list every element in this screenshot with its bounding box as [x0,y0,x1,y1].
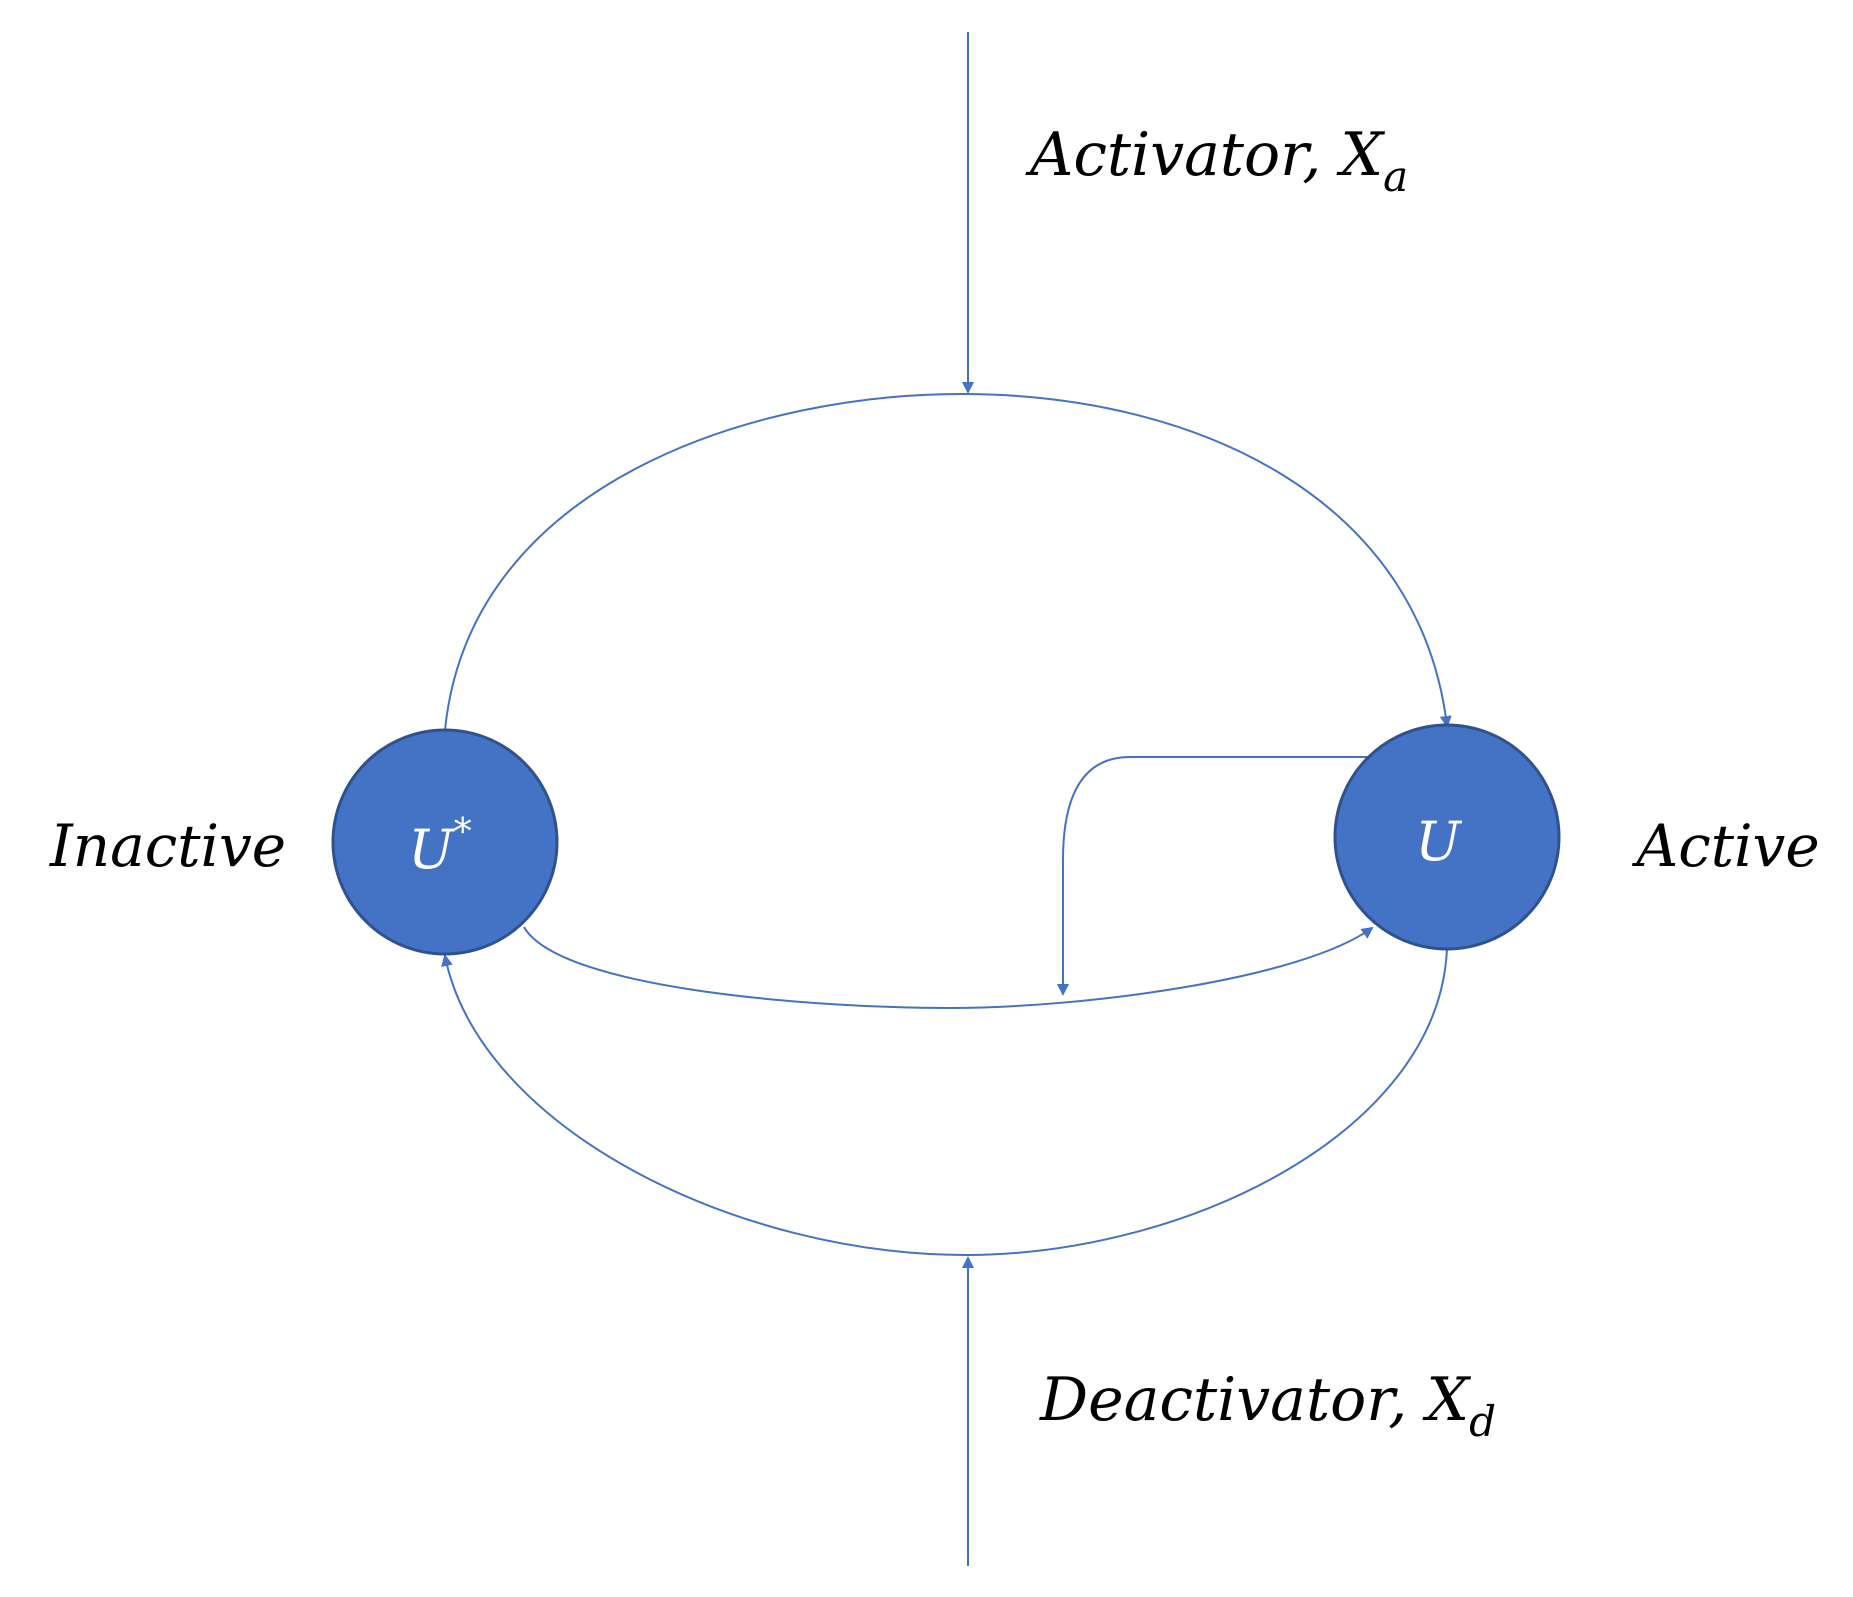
active-node: U [1333,723,1561,951]
active-node-symbol: U [1415,810,1462,873]
active-state-label: Active [1631,812,1819,880]
deactivation-arc-arrow [441,947,1448,1257]
feedback-loop-arrow [1057,756,1370,996]
inactive-node: U* [331,728,559,956]
inactive-state-label: Inactive [49,812,286,880]
active-node-circle [1333,723,1561,951]
inactive-node-circle [331,728,559,956]
deactivator-label: Deactivator, Xd [1039,1365,1496,1446]
activator-label: Activator, Xa [1025,120,1408,201]
inactive-symbol-superscript: * [454,812,472,853]
deactivator-label-subscript: d [1469,1397,1496,1446]
inactive-symbol-text: U [408,818,455,881]
activator-label-text: Activator, X [1025,120,1385,190]
deactivator-label-text: Deactivator, X [1039,1365,1471,1435]
inactive-node-symbol: U* [408,812,472,881]
active-symbol-text: U [1415,810,1462,873]
activation-arc-arrow [444,392,1452,731]
activator-label-subscript: a [1383,152,1408,201]
autocatalysis-arc-arrow [523,926,1374,1010]
